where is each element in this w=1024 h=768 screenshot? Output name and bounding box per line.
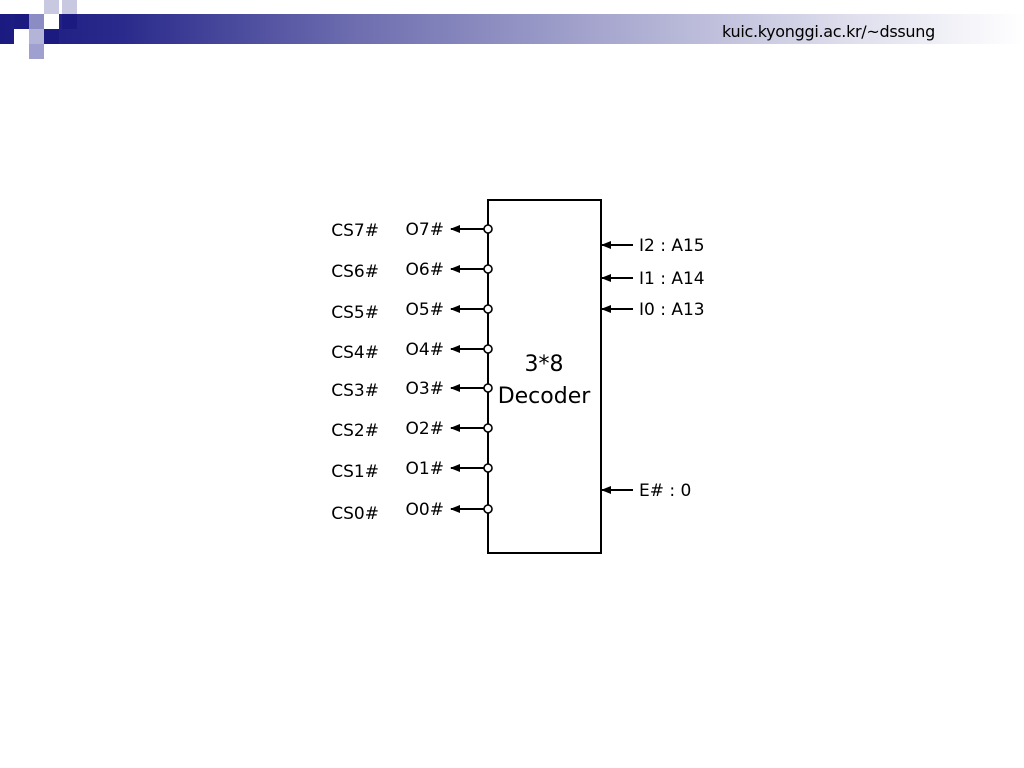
enable-pin: E# : 0 [601,481,691,501]
inversion-bubble [483,264,493,274]
logo-square [29,44,44,59]
inversion-bubble [483,463,493,473]
logo-square [44,29,59,44]
logo-square [14,14,29,29]
chip-select-label: CS3# [331,381,379,401]
chip-select-label: CS2# [331,421,379,441]
input-pins: I2 : A15 I1 : A14 I0 : A13 [601,236,705,320]
output-pin-label: O3# [406,379,444,399]
output-pin-label: O5# [406,300,444,320]
output-pin-label: O2# [406,419,444,439]
site-url: kuic.kyonggi.ac.kr/~dssung [722,22,935,41]
inversion-bubble [483,304,493,314]
logo-square [62,0,77,15]
output-pin-label: O0# [406,500,444,520]
output-pin-label: O6# [406,260,444,280]
output-pin-label: O7# [406,220,444,240]
enable-pin-label: E# : 0 [639,481,691,501]
logo-square [14,29,29,44]
output-pin-label: O4# [406,340,444,360]
logo-square [29,29,44,44]
decoder-label-line2: Decoder [498,384,592,409]
logo-square [29,14,44,29]
logo-square [44,0,59,15]
inversion-bubble [483,504,493,514]
chip-select-label: CS0# [331,504,379,524]
output-pins: O7# CS7# O6# CS6# O5# CS5# O4# CS4# O3# CS3# O2# CS… [331,220,493,524]
decoder-block [487,199,602,554]
inversion-bubble [483,383,493,393]
inversion-bubble [483,423,493,433]
chip-select-label: CS6# [331,262,379,282]
header-gradient-band [0,14,1024,44]
logo-square [29,0,44,15]
input-pin-label: I1 : A14 [639,269,705,289]
logo-square [62,14,77,29]
input-pin-label: I0 : A13 [639,300,705,320]
chip-select-label: CS5# [331,303,379,323]
chip-select-label: CS7# [331,221,379,241]
chip-select-label: CS4# [331,343,379,363]
chip-select-label: CS1# [331,462,379,482]
output-pin-label: O1# [406,459,444,479]
logo-square [44,14,59,29]
inversion-bubble [483,224,493,234]
input-pin-label: I2 : A15 [639,236,705,256]
decoder-label-line1: 3*8 [525,352,564,377]
inversion-bubble [483,344,493,354]
